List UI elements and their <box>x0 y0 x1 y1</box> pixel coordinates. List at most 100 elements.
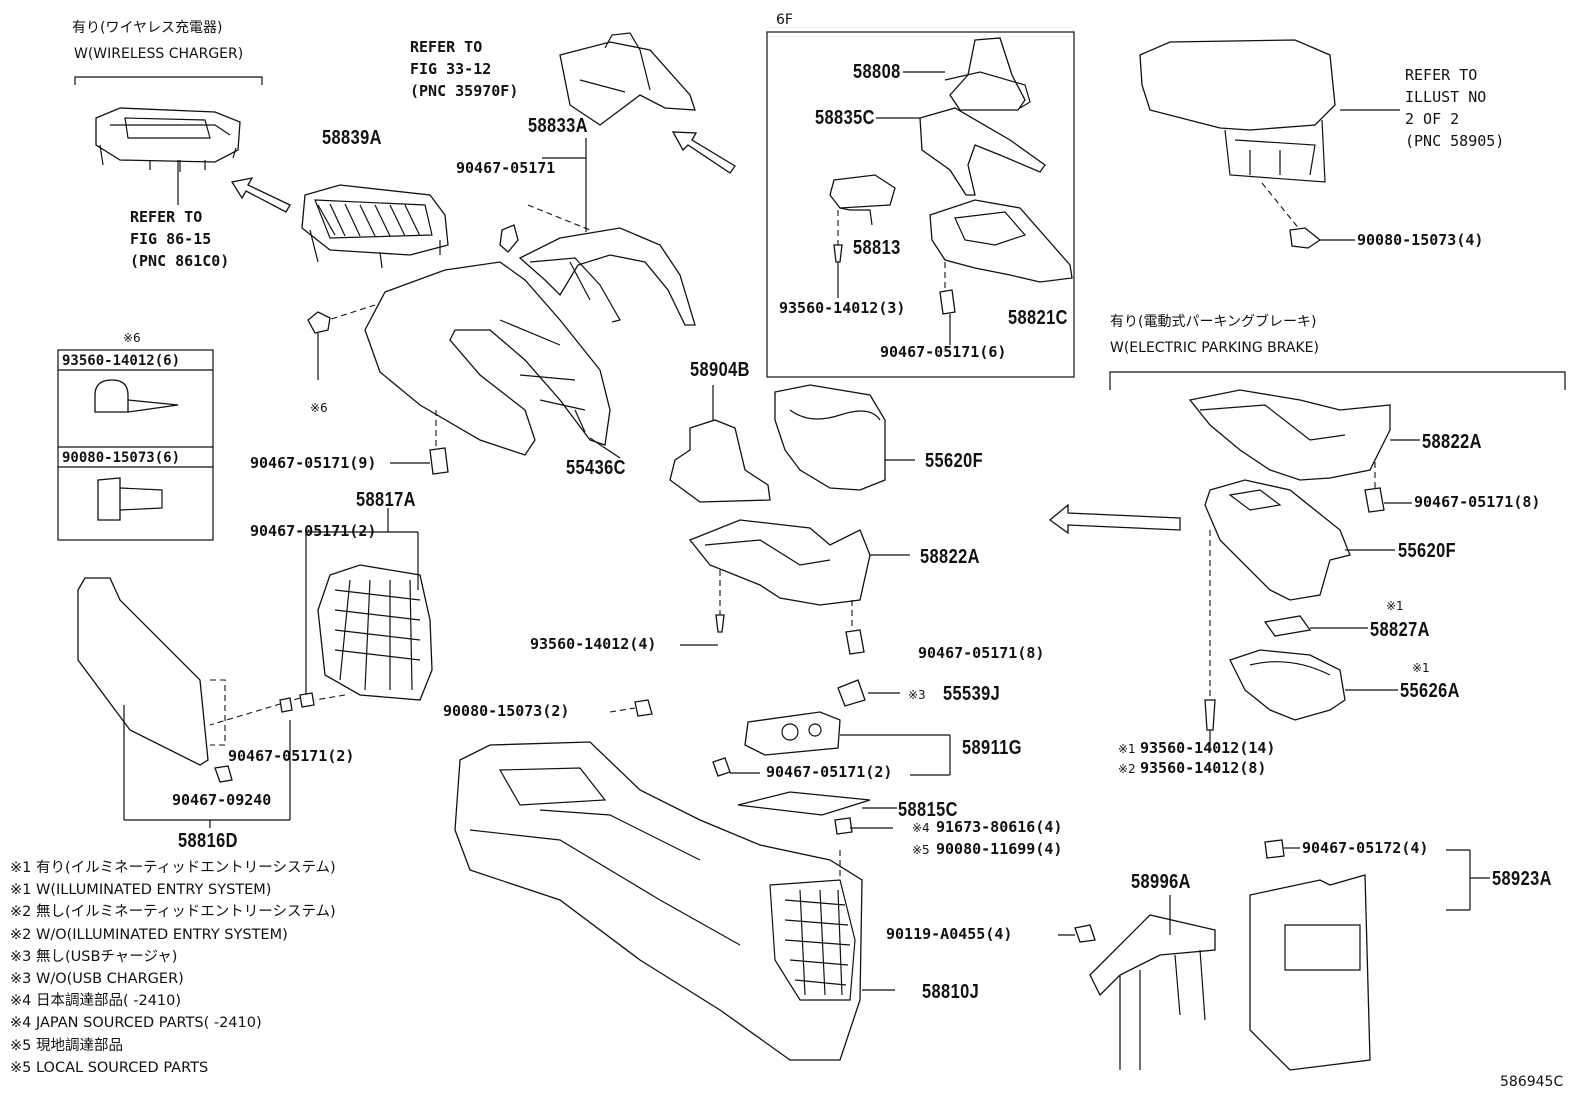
part-label-58996A[interactable]: 58996A <box>1131 871 1191 893</box>
part-label-58815C[interactable]: 58815C <box>898 799 958 821</box>
part-label-90467-05171-8-epb[interactable]: 90467-05171(8) <box>1414 493 1541 511</box>
part-58815C-mat <box>737 791 871 816</box>
mark-6-table: ※6 <box>123 331 141 345</box>
part-label-58923A[interactable]: 58923A <box>1492 868 1552 890</box>
legend-line: ※5 LOCAL SOURCED PARTS <box>10 1059 209 1076</box>
clip-icon-09240 <box>214 765 233 783</box>
clip-icon-2 <box>712 757 731 777</box>
part-label-90467-05171-top[interactable]: 90467-05171 <box>456 159 556 177</box>
part-label-58904B[interactable]: 58904B <box>690 359 750 381</box>
part-label-55626A[interactable]: 55626A <box>1400 680 1460 702</box>
part-55626A-mat <box>1229 649 1346 721</box>
part-label-93560-14012-3[interactable]: 93560-14012(3) <box>779 299 906 317</box>
mark-1-55626A: ※1 <box>1412 661 1430 675</box>
screw-head-icon <box>307 311 331 334</box>
legend-line: ※5 現地調達部品 <box>10 1037 123 1054</box>
part-label-91673-80616-4[interactable]: 91673-80616(4) <box>936 818 1063 836</box>
screw-icon <box>833 244 843 263</box>
part-58810J-console-box <box>454 741 863 1061</box>
legend-line: ※2 W/O(ILLUMINATED ENTRY SYSTEM) <box>10 926 288 943</box>
part-label-93560-14012-4[interactable]: 93560-14012(4) <box>530 635 657 653</box>
part-armrest-lid <box>1139 39 1336 183</box>
part-58813-switch <box>829 174 896 209</box>
clip-icon-6 <box>939 289 956 315</box>
part-label-90080-11699-4[interactable]: 90080-11699(4) <box>936 840 1063 858</box>
part-58816D-kick-panel <box>77 577 209 766</box>
part-55539J-usb <box>837 679 866 707</box>
legend-line: ※4 JAPAN SOURCED PARTS( -2410) <box>10 1015 262 1032</box>
part-label-58816D[interactable]: 58816D <box>178 830 238 852</box>
part-55620F-cupholder <box>774 384 886 491</box>
part-label-55620F[interactable]: 55620F <box>925 450 984 472</box>
part-58817A-side-panel <box>317 564 433 701</box>
legend-line: ※4 日本調達部品( -2410) <box>10 993 182 1010</box>
part-label-55620F-epb[interactable]: 55620F <box>1398 540 1457 562</box>
part-label-58810J[interactable]: 58810J <box>922 981 980 1003</box>
bolt-icon <box>1289 227 1322 249</box>
clip-icon <box>299 692 315 708</box>
part-label-58822A-epb[interactable]: 58822A <box>1422 431 1482 453</box>
mark-3-usb: ※3 <box>908 688 926 702</box>
part-label-55436C[interactable]: 55436C <box>566 457 626 479</box>
screw-icon <box>1204 699 1216 731</box>
part-label-90467-05171-8[interactable]: 90467-05171(8) <box>918 644 1045 662</box>
part-label-90467-05171-6[interactable]: 90467-05171(6) <box>880 343 1007 361</box>
header-wireless-jp: 有り(ワイヤレス充電器) <box>72 20 223 36</box>
part-label-58817A[interactable]: 58817A <box>356 489 416 511</box>
part-shift-surround-top <box>559 32 696 126</box>
part-label-55539J[interactable]: 55539J <box>943 683 1001 705</box>
part-label-93560-14012-14[interactable]: 93560-14012(14) <box>1140 739 1276 757</box>
part-label-90080-15073-4[interactable]: 90080-15073(4) <box>1357 231 1484 249</box>
part-label-90467-09240[interactable]: 90467-09240 <box>172 791 272 809</box>
part-label-58808[interactable]: 58808 <box>853 61 901 83</box>
bolt-icon <box>634 699 653 717</box>
part-label-58821C[interactable]: 58821C <box>1008 307 1068 329</box>
part-label-90467-05171-2a[interactable]: 90467-05171(2) <box>250 522 377 540</box>
part-label-93560-14012-8[interactable]: 93560-14012(8) <box>1140 759 1267 777</box>
part-label-58835C[interactable]: 58835C <box>815 107 875 129</box>
part-58835C-bezel <box>919 107 1046 196</box>
ref-fig-86-15[interactable]: REFER TO FIG 86-15 (PNC 861C0) <box>130 208 230 270</box>
part-label-90080-15073-2[interactable]: 90080-15073(2) <box>443 702 570 720</box>
part-label-58813[interactable]: 58813 <box>853 237 901 259</box>
bolt-icon <box>1074 924 1096 943</box>
part-label-58833A[interactable]: 58833A <box>528 115 588 137</box>
bolt-icon <box>834 817 853 835</box>
part-58827A-light <box>1263 615 1312 637</box>
clip-icon-8 <box>845 629 865 655</box>
footnote-legend: ※1 有り(イルミネーティッドエントリーシステム) ※1 W(ILLUMINAT… <box>10 857 336 1079</box>
epb-bracket <box>1109 371 1566 390</box>
part-label-90467-05171-2c[interactable]: 90467-05171(2) <box>766 763 893 781</box>
legend-line: ※1 W(ILLUMINATED ENTRY SYSTEM) <box>10 882 272 899</box>
table-row-90080-15073-6: 90080-15073(6) <box>62 450 181 466</box>
clip-icon-05172 <box>1264 839 1285 859</box>
part-label-58911G[interactable]: 58911G <box>962 737 1022 759</box>
part-58808-boot <box>944 37 1031 111</box>
part-58822A-epb-bezel <box>1188 389 1391 481</box>
wireless-charger-bracket <box>74 76 263 85</box>
legend-line: ※3 W/O(USB CHARGER) <box>10 971 184 988</box>
ref-fig-33-12[interactable]: REFER TO FIG 33-12 (PNC 35970F) <box>410 38 519 100</box>
part-label-58827A[interactable]: 58827A <box>1370 619 1430 641</box>
part-label-90467-05171-9[interactable]: 90467-05171(9) <box>250 454 377 472</box>
mark-2-screw: ※2 <box>1118 762 1136 776</box>
part-label-90467-05172-4[interactable]: 90467-05172(4) <box>1302 839 1429 857</box>
header-epb-jp: 有り(電動式パーキングブレーキ) <box>1110 314 1317 330</box>
ref-illust-2[interactable]: REFER TO ILLUST NO 2 OF 2 (PNC 58905) <box>1405 66 1505 150</box>
part-label-90467-05171-2b[interactable]: 90467-05171(2) <box>228 747 355 765</box>
legend-line: ※1 有り(イルミネーティッドエントリーシステム) <box>10 860 336 876</box>
diagram-code: 586945C <box>1500 1074 1564 1090</box>
header-6f: 6F <box>776 12 793 28</box>
mark-6-screw: ※6 <box>310 401 328 415</box>
mark-5: ※5 <box>912 843 930 857</box>
legend-line: ※2 無し(イルミネーティッドエントリーシステム) <box>10 904 336 921</box>
part-label-58839A[interactable]: 58839A <box>322 127 382 149</box>
mark-1-screw: ※1 <box>1118 742 1136 756</box>
part-label-58822A[interactable]: 58822A <box>920 546 980 568</box>
mark-4: ※4 <box>912 821 930 835</box>
part-58904B-boot <box>669 419 771 503</box>
clip-icon-9 <box>429 447 449 475</box>
part-label-90119-A0455-4[interactable]: 90119-A0455(4) <box>886 925 1013 943</box>
part-58911G-panel <box>744 711 841 756</box>
